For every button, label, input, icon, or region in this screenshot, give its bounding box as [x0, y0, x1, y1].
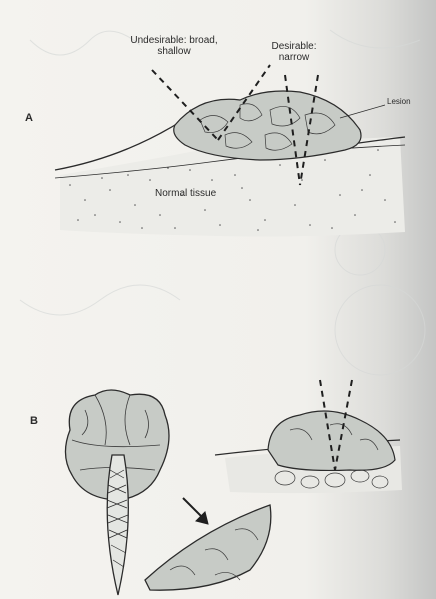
lesion-mass: [174, 91, 361, 160]
wedge-specimen: [145, 505, 271, 590]
label-lesion: Lesion: [387, 98, 411, 107]
label-panel-b: B: [30, 415, 38, 427]
panel-a: [55, 65, 405, 237]
cross-section-lesion: [268, 411, 395, 470]
label-panel-a: A: [25, 112, 33, 124]
label-desirable: Desirable: narrow: [258, 41, 330, 63]
lesion-pointer: [340, 105, 385, 118]
label-undesirable: Undesirable: broad, shallow: [118, 35, 230, 57]
excision-specimen: [107, 455, 128, 595]
panel-b: [65, 380, 402, 595]
label-normal-tissue: Normal tissue: [155, 188, 216, 199]
